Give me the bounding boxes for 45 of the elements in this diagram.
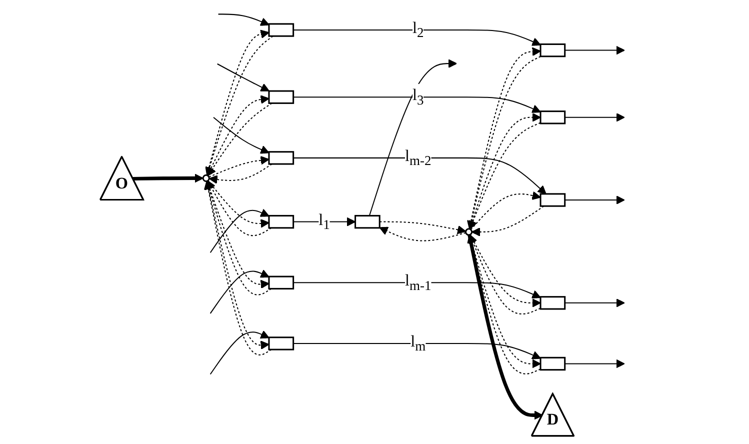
node-box: [540, 110, 566, 124]
edge-label: l$_{3}$: [412, 86, 424, 108]
arrow: [564, 298, 625, 308]
arrow: [293, 282, 541, 298]
edge-label: l$_{m-2}$: [404, 148, 432, 168]
arrow: [293, 342, 541, 360]
edge-label: l$_{1}$: [318, 212, 330, 232]
node-box: [540, 193, 566, 207]
arrow: [293, 96, 541, 113]
edge-label: l$_{m}$: [410, 333, 426, 354]
node-box: [354, 214, 380, 229]
node-box: [268, 336, 294, 350]
arrow: [293, 30, 541, 46]
arrow: [210, 270, 270, 314]
arrow: [218, 14, 270, 26]
arrow: [564, 46, 625, 55]
node-box: [268, 151, 294, 165]
node-circle: [464, 228, 473, 236]
node-box: [540, 43, 566, 58]
arrow: [368, 59, 457, 216]
node-box: [268, 276, 294, 290]
arrow: [132, 174, 204, 183]
arrow: [210, 330, 270, 375]
node-box: [268, 23, 294, 37]
arrow: [468, 234, 544, 420]
edge-label: l$_{m-1}$: [404, 272, 432, 293]
arrow: [217, 63, 270, 92]
arrow: [471, 206, 544, 236]
arrow: [379, 226, 466, 242]
arrow: [210, 208, 270, 253]
node-box: [268, 90, 294, 104]
node-circle: [202, 174, 210, 182]
arrow: [564, 196, 625, 204]
arrow: [380, 221, 466, 234]
node-box: [540, 356, 566, 371]
arrow: [564, 112, 625, 122]
arrow: [564, 359, 625, 368]
arrow: [470, 191, 541, 230]
edge-label: l$_{2}$: [412, 20, 424, 40]
node-box: [540, 296, 566, 310]
arrow: [207, 180, 272, 236]
arrow: [213, 116, 270, 154]
arrow: [293, 157, 546, 194]
arrow: [208, 156, 270, 178]
node-box: [268, 214, 294, 229]
